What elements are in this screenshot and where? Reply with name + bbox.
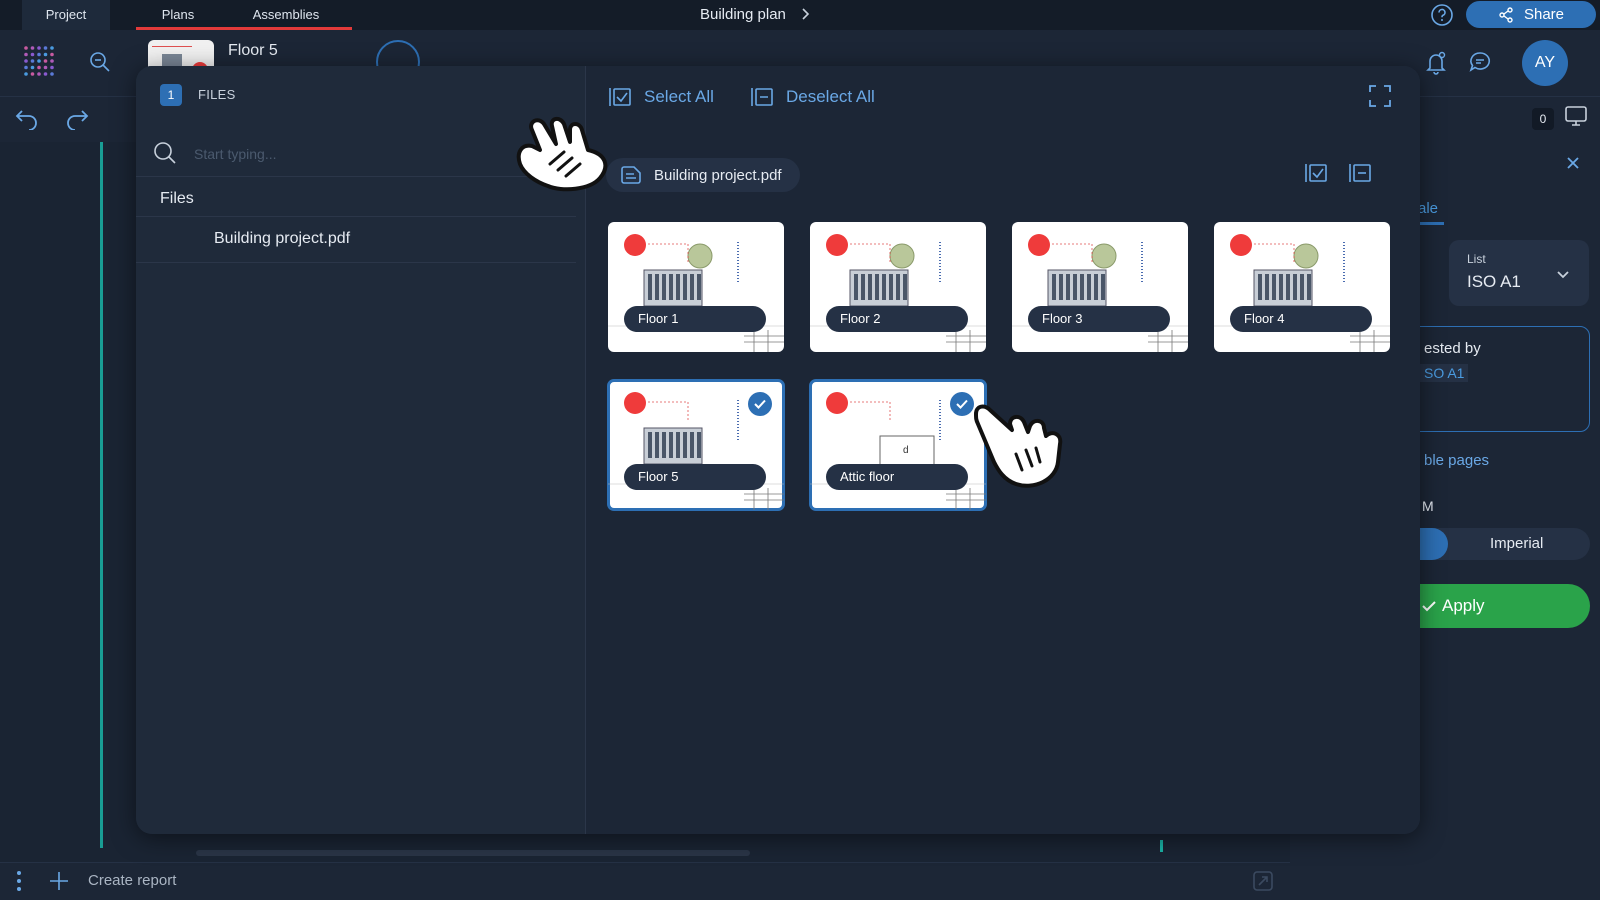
check-icon [1422,600,1436,612]
paper-size-select[interactable]: List ISO A1 [1449,240,1589,306]
notification-bell-icon[interactable] [1424,50,1448,76]
deselect-file-pages-icon[interactable] [1348,162,1372,184]
check-icon [950,392,974,416]
page-marker-dot [1028,234,1050,256]
select-all-button[interactable]: Select All [608,86,714,108]
share-button[interactable]: Share [1466,1,1596,28]
tab-plans[interactable]: Plans [161,7,195,22]
comments-icon[interactable] [1468,50,1492,74]
divider [136,262,576,263]
undo-icon[interactable] [14,108,40,130]
floor-plan-thumbnail [1012,242,1188,352]
search-input[interactable] [192,138,572,170]
close-icon[interactable] [1566,156,1580,170]
zoom-out-icon[interactable] [88,50,112,74]
pdf-file-chip[interactable]: Building project.pdf [606,158,800,192]
panel-tab-underline [1418,222,1444,225]
select-pages-dialog: 1 FILES Files Building project.pdf Selec… [136,66,1420,834]
pages-link[interactable]: ble pages [1424,452,1490,469]
page-card[interactable]: Floor 3 [1012,222,1188,352]
report-icon[interactable] [1252,870,1274,892]
select-all-icon [608,86,632,108]
floor-plan-thumbnail [608,242,784,352]
redo-icon[interactable] [64,108,90,130]
tab-project[interactable]: Project [22,0,110,30]
apply-label: Apply [1442,596,1485,615]
deselect-all-button[interactable]: Deselect All [750,86,875,108]
page-marker-dot [624,392,646,414]
create-report-link[interactable]: Create report [88,872,177,889]
check-icon [748,392,772,416]
horizontal-scrollbar[interactable] [196,850,750,856]
top-bar: Project Plans Assemblies Building plan S… [0,0,1600,30]
pdf-chip-label: Building project.pdf [654,166,782,184]
current-plan-label: Floor 5 [228,42,278,59]
page-label: Floor 1 [624,306,766,332]
page-card[interactable]: Floor 4 [1214,222,1390,352]
file-list-item[interactable]: Building project.pdf [136,216,576,262]
unit-label: M [1422,498,1434,514]
page-label: Floor 2 [826,306,968,332]
page-label: Floor 5 [624,464,766,490]
bottom-bar [0,862,1290,900]
pointing-hand-cursor-icon [972,400,1076,488]
divider [136,216,576,217]
files-sidebar: 1 FILES Files Building project.pdf [136,66,586,834]
page-card[interactable]: Floor 1 [608,222,784,352]
pages-area: Select All Deselect All Building project… [586,66,1420,834]
svg-text:d: d [903,445,909,456]
canvas-marker [1160,840,1163,852]
page-marker-dot [1230,234,1252,256]
page-title: Building plan [700,5,786,23]
breadcrumb[interactable]: Building plan [700,0,810,28]
page-label: Floor 3 [1028,306,1170,332]
tab-assemblies[interactable]: Assemblies [252,7,320,22]
floor-plan-thumbnail [608,400,784,510]
app-grid-icon[interactable] [22,44,56,78]
files-count-badge: 1 [160,84,182,106]
canvas-ruler-line [100,142,103,848]
page-marker-dot [826,234,848,256]
share-label: Share [1523,6,1565,23]
more-vertical-icon[interactable] [16,870,22,892]
page-label: Floor 4 [1230,306,1372,332]
divider [136,176,576,177]
fullscreen-icon[interactable] [1368,84,1392,108]
suggested-by-text: ested by [1424,340,1481,357]
suggestion-chip[interactable]: SO A1 [1420,364,1469,382]
page-card[interactable]: Floor 5 [607,379,785,511]
search-icon [152,140,178,166]
deselect-all-icon [750,86,774,108]
document-icon [620,165,642,185]
select-file-pages-icon[interactable] [1304,162,1328,184]
page-marker-dot [826,392,848,414]
toggle-imperial[interactable]: Imperial [1490,535,1544,552]
avatar[interactable]: AY [1522,40,1568,86]
page-marker-dot [624,234,646,256]
help-icon[interactable] [1430,3,1454,27]
select-all-label: Select All [644,87,714,106]
monitor-icon[interactable] [1564,104,1588,128]
chevron-down-icon[interactable] [1556,270,1570,280]
floor-plan-thumbnail [810,242,986,352]
active-tab-underline [136,27,352,30]
chevron-right-icon[interactable] [800,8,810,20]
list-value: ISO A1 [1467,272,1521,291]
file-name: Building project.pdf [214,230,351,247]
pointing-hand-cursor-icon [510,104,614,192]
plus-icon[interactable] [48,870,70,892]
page-label: Attic floor [826,464,968,490]
files-section-title: Files [160,190,194,207]
panel-tab-scale[interactable]: ale [1418,200,1439,217]
share-icon [1498,6,1514,23]
list-label: List [1467,252,1486,266]
count-badge: 0 [1532,108,1554,130]
floor-plan-thumbnail [1214,242,1390,352]
page-card[interactable]: Floor 2 [810,222,986,352]
files-heading: FILES [198,87,236,102]
deselect-all-label: Deselect All [786,87,875,106]
